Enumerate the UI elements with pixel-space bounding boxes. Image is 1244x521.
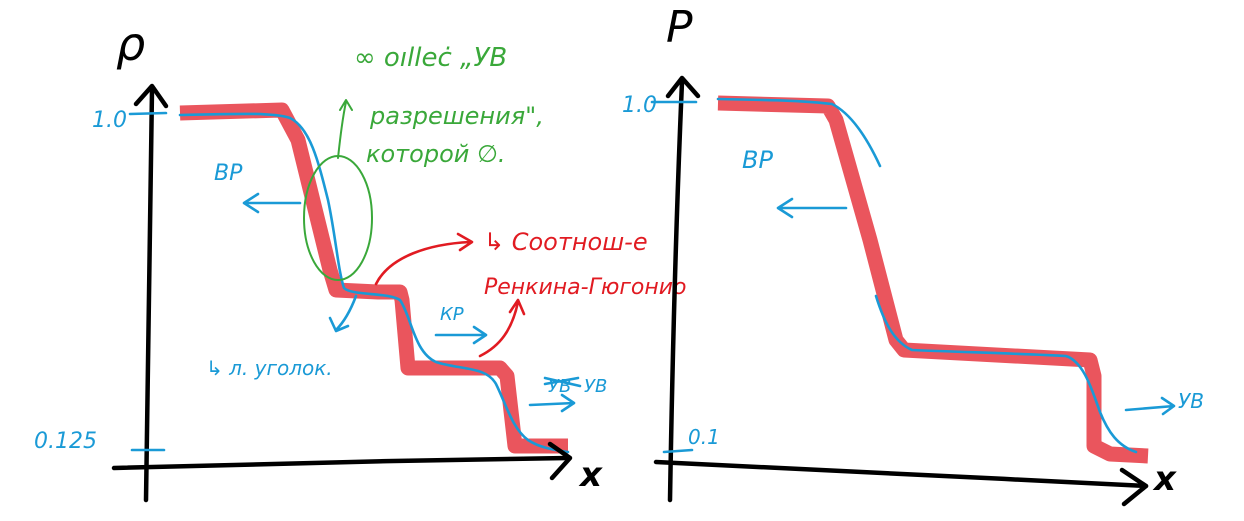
- left-red-pointer-lower: [478, 298, 526, 358]
- left-shock-strike-scribble: [543, 376, 582, 388]
- left-tick-bottom-label: 0.125: [34, 429, 97, 454]
- left-green-note-line1: ∞ oılleċ „УВ: [354, 43, 507, 73]
- left-rarefaction-label: ВР: [214, 161, 243, 186]
- right-rarefaction-label: ВР: [742, 146, 773, 174]
- left-y-axis-label: ρ: [116, 17, 145, 71]
- right-plot: P x 1.0 0.1 ВР УВ: [622, 2, 1204, 507]
- right-x-axis: [653, 459, 1149, 489]
- left-corner-pointer: [328, 294, 358, 333]
- left-density-curve: [178, 112, 570, 454]
- left-green-pointer: [337, 99, 353, 159]
- left-tick-top-mark: [128, 111, 168, 116]
- right-tick-top-label: 1.0: [622, 93, 657, 118]
- left-x-axis-label: x: [578, 455, 603, 495]
- right-x-axis-label: x: [1152, 459, 1177, 499]
- left-contact-label: КР: [440, 304, 464, 325]
- left-corner-note: ↳ л. уголок.: [206, 356, 333, 380]
- right-x-axis-arrowhead: [1119, 467, 1149, 507]
- left-red-note-line2: Ренкина-Гюгонио: [484, 275, 687, 300]
- left-red-pointer-upper: [374, 232, 474, 286]
- right-y-axis-label: P: [666, 2, 693, 53]
- left-tick-top-label: 1.0: [92, 108, 127, 133]
- left-green-note-line3: которой ∅.: [366, 140, 506, 168]
- right-step-approximation: [717, 95, 1149, 464]
- left-x-axis-arrowhead: [547, 441, 573, 481]
- right-tick-bottom-mark: [662, 448, 694, 454]
- left-shock-arrow: [528, 393, 576, 413]
- left-step-approximation: [179, 102, 568, 454]
- left-x-axis: [111, 455, 571, 471]
- left-red-note-line1: ↳ Соотнош-е: [484, 228, 648, 256]
- right-shock-arrow: [1124, 396, 1176, 416]
- right-tick-bottom-label: 0.1: [688, 425, 720, 449]
- right-pressure-curve-lower: [874, 294, 1138, 454]
- right-y-axis: [667, 79, 685, 503]
- right-shock-label: УВ: [1178, 389, 1204, 413]
- left-y-axis: [143, 87, 155, 503]
- right-rarefaction-arrow: [776, 197, 848, 219]
- right-y-axis-arrowhead: [665, 75, 701, 99]
- left-contact-arrow: [434, 325, 488, 345]
- left-green-note-line2: разрешения",: [369, 102, 544, 130]
- left-rarefaction-arrow: [242, 192, 302, 214]
- left-y-axis-arrowhead: [133, 83, 169, 109]
- left-plot: ρ x 1.0 0.125 ВР КР УВ УВ ↳ л. уголок. ∞…: [34, 17, 687, 503]
- left-shock-label: УВ: [584, 376, 607, 397]
- right-pressure-curve: [716, 97, 882, 168]
